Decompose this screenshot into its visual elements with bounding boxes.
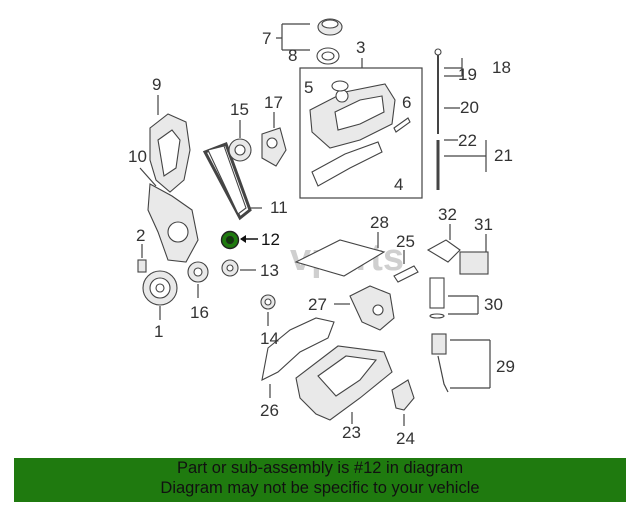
callout-26: 26 <box>260 401 279 420</box>
part-2-bolt[interactable] <box>137 259 147 273</box>
callout-17: 17 <box>264 93 283 112</box>
callout-20: 20 <box>460 98 479 117</box>
callout-25: 25 <box>396 232 415 251</box>
part-16-crank-sprocket[interactable] <box>187 261 209 283</box>
callout-2: 2 <box>136 226 145 245</box>
banner-line-2: Diagram may not be specific to your vehi… <box>160 479 480 497</box>
part-1-crankshaft-pulley[interactable] <box>142 270 178 306</box>
part-27-oil-pump[interactable] <box>349 285 395 331</box>
part-25-bracket[interactable] <box>393 265 419 283</box>
part-15-idler-pulley[interactable] <box>228 138 252 162</box>
part-7-oil-cap[interactable] <box>317 18 343 36</box>
part-9-timing-cover[interactable] <box>149 113 191 193</box>
callout-3: 3 <box>356 38 365 57</box>
part-20-dipstick[interactable] <box>434 48 442 134</box>
callout-19: 19 <box>458 65 477 84</box>
part-14-spacer[interactable] <box>260 294 276 310</box>
part-13-roller[interactable] <box>221 259 239 277</box>
part-28-baffle-plate[interactable] <box>294 239 386 277</box>
callout-11: 11 <box>270 198 288 217</box>
part-10-rear-timing-cover[interactable] <box>147 183 199 263</box>
callout-18: 18 <box>492 58 511 77</box>
callout-7: 7 <box>262 29 271 48</box>
callout-10: 10 <box>128 147 147 166</box>
part-8-seal-ring[interactable] <box>316 47 340 65</box>
part-3-valve-cover-box <box>299 67 423 199</box>
callout-5: 5 <box>304 78 313 97</box>
part-3-valve-cover[interactable] <box>309 83 396 149</box>
part-31-oil-cooler[interactable] <box>459 251 489 275</box>
callout-4: 4 <box>394 175 403 194</box>
callout-29: 29 <box>496 357 515 376</box>
callout-31: 31 <box>474 215 493 234</box>
part-17-tensioner[interactable] <box>261 127 287 167</box>
callout-13: 13 <box>260 261 279 280</box>
part-26-oil-pan-gasket[interactable] <box>261 317 335 381</box>
callout-24: 24 <box>396 429 415 448</box>
part-11-timing-belt[interactable] <box>202 142 252 221</box>
callout-12: 12 <box>261 230 280 249</box>
callout-15: 15 <box>230 100 249 119</box>
callout-6: 6 <box>402 93 411 112</box>
callout-23: 23 <box>342 423 361 442</box>
part-24-oil-pickup[interactable] <box>391 379 415 411</box>
callout-27: 27 <box>308 295 327 314</box>
part-5-seal[interactable] <box>331 80 349 92</box>
part-29-pressure-switch[interactable] <box>431 333 449 393</box>
info-banner: Part or sub-assembly is #12 in diagram D… <box>14 458 626 502</box>
part-4-gasket[interactable] <box>311 141 383 187</box>
callout-30: 30 <box>484 295 503 314</box>
callout-9: 9 <box>152 75 161 94</box>
callout-14: 14 <box>260 329 279 348</box>
part-32-sensor[interactable] <box>426 239 461 263</box>
banner-line-1: Part or sub-assembly is #12 in diagram <box>176 459 464 477</box>
callout-16: 16 <box>190 303 209 322</box>
part-23-oil-pan[interactable] <box>295 345 393 421</box>
part-12-highlighted[interactable] <box>220 230 240 250</box>
callout-28: 28 <box>370 213 389 232</box>
callout-1: 1 <box>154 322 163 341</box>
callout-22: 22 <box>458 131 477 150</box>
part-30-oil-filter[interactable] <box>429 277 445 319</box>
callout-8: 8 <box>288 46 297 65</box>
part-6-bolt[interactable] <box>393 117 411 133</box>
callout-21: 21 <box>494 146 513 165</box>
callout-32: 32 <box>438 205 457 224</box>
